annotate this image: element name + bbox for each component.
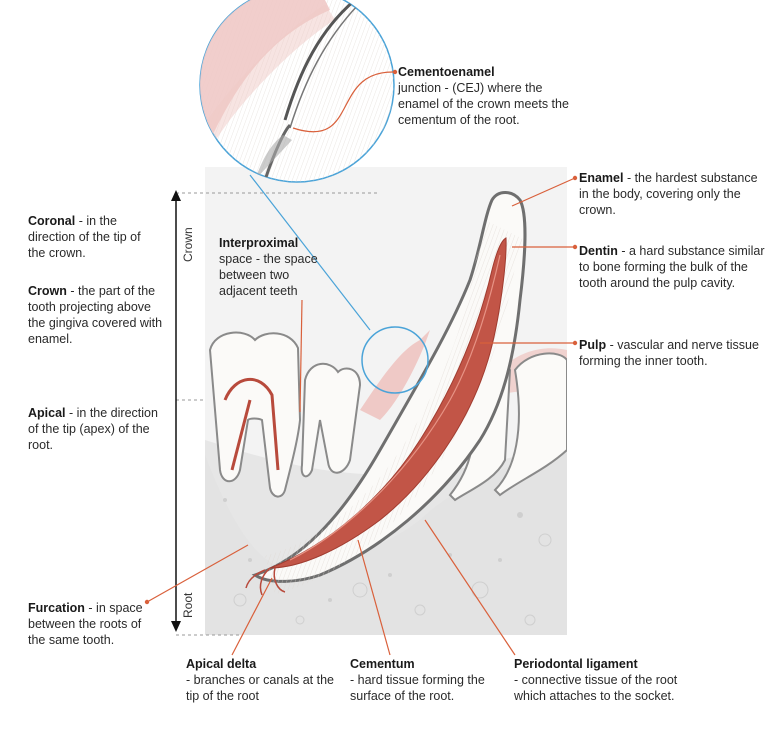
- coronal-desc: - in the direction of the tip of the cro…: [28, 214, 141, 260]
- crown-label: Crown - the part of the tooth projecting…: [28, 283, 168, 347]
- cementum-term: Cementum: [350, 657, 415, 671]
- apical-label: Apical - in the direction of the tip (ap…: [28, 405, 158, 453]
- cej-zoom-callout: [199, 0, 395, 331]
- molar-tooth: [208, 331, 302, 498]
- coronal-label: Coronal - in the direction of the tip of…: [28, 213, 158, 261]
- periodontal-label: Periodontal ligament - connective tissue…: [514, 656, 704, 704]
- interproximal-desc: space - the space between two adjacent t…: [219, 252, 318, 298]
- periodontal-desc: - connective tissue of the root which at…: [514, 673, 678, 703]
- pulp-term: Pulp: [579, 338, 607, 352]
- enamel-label: Enamel - the hardest substance in the bo…: [579, 170, 759, 218]
- dentin-desc: - a hard substance similar to bone formi…: [579, 244, 765, 290]
- cej-term: Cementoenamel: [398, 65, 495, 79]
- cementum-label: Cementum - hard tissue forming the surfa…: [350, 656, 500, 704]
- dentin-label: Dentin - a hard substance similar to bon…: [579, 243, 769, 291]
- crown-term: Crown: [28, 284, 67, 298]
- pulp-desc: - vascular and nerve tissue forming the …: [579, 338, 759, 368]
- gingiva: [360, 330, 430, 420]
- apical-term: Apical: [28, 406, 66, 420]
- vertical-axis: [171, 190, 181, 632]
- pulp-label: Pulp - vascular and nerve tissue forming…: [579, 337, 764, 369]
- dentin-term: Dentin: [579, 244, 618, 258]
- root-axis-label: Root: [181, 592, 195, 618]
- enamel-desc: - the hardest substance in the body, cov…: [579, 171, 758, 217]
- cej-desc: junction - (CEJ) where the enamel of the…: [398, 81, 569, 127]
- leader-lines: [146, 71, 576, 656]
- enamel-term: Enamel: [579, 171, 624, 185]
- leader-dots: [144, 69, 578, 605]
- crown-axis-label: Crown: [181, 227, 195, 262]
- furcation-desc: - in space between the roots of the same…: [28, 601, 143, 647]
- pulp-canal: [269, 237, 507, 569]
- furcation-term: Furcation: [28, 601, 85, 615]
- crown-desc: - the part of the tooth projecting above…: [28, 284, 163, 346]
- cej-zoom-marker: [361, 326, 429, 394]
- furcation-label: Furcation - in space between the roots o…: [28, 600, 143, 648]
- section-panel: [205, 167, 567, 635]
- apical-desc: - in the direction of the tip (apex) of …: [28, 406, 158, 452]
- apical-delta-desc: - branches or canals at the tip of the r…: [186, 673, 334, 703]
- apical-delta-term: Apical delta: [186, 657, 257, 671]
- neighbor-tooth: [300, 362, 362, 478]
- interproximal-term: Interproximal: [219, 236, 299, 250]
- cej-label: Cementoenamel junction - (CEJ) where the…: [398, 64, 573, 128]
- incisor-tooth: [245, 191, 527, 596]
- apical-delta-label: Apical delta - branches or canals at the…: [186, 656, 336, 704]
- periodontal-term: Periodontal ligament: [514, 657, 638, 671]
- coronal-term: Coronal: [28, 214, 76, 228]
- interproximal-label: Interproximal space - the space between …: [219, 235, 334, 299]
- cementum-desc: - hard tissue forming the surface of the…: [350, 673, 485, 703]
